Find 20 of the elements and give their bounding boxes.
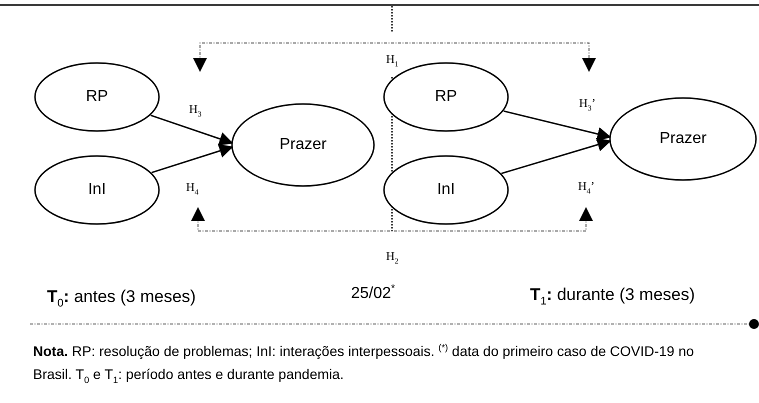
- time-label: T$_{0}$: antes (3 meses): [47, 288, 196, 305]
- arrow: [501, 138, 612, 174]
- arrow: [151, 144, 234, 174]
- hypothesis-label: H$_{2}$: [386, 250, 399, 262]
- time-label: T$_{1}$: durante (3 meses): [530, 286, 695, 303]
- construct-label: InI: [88, 181, 106, 199]
- construct-label: Prazer: [659, 130, 707, 148]
- edge-label: H$_{3}$’: [579, 97, 596, 109]
- construct-label: Prazer: [279, 136, 327, 154]
- construct-label: RP: [86, 88, 108, 106]
- edge-label: H$_{4}$’: [578, 180, 595, 192]
- construct-label: RP: [434, 88, 458, 106]
- arrow: [150, 114, 234, 146]
- edge-label: H$_{4}$: [186, 181, 199, 193]
- edge-label: H$_{3}$: [189, 103, 202, 115]
- caption: Nota. RP: resolução de problemas; InI: interações interpessoais. $^{(*)}$ data do primeiro caso de COVID-19 no Brasil. T$_{0}$ e T$_{1}$: período antes e durante pandemia.: [33, 341, 695, 386]
- time-label: 25/02$^{*}$: [351, 286, 396, 302]
- hypothesis-label: H$_{1}$: [386, 53, 399, 65]
- arrow: [504, 110, 612, 141]
- construct-label: InI: [437, 181, 455, 199]
